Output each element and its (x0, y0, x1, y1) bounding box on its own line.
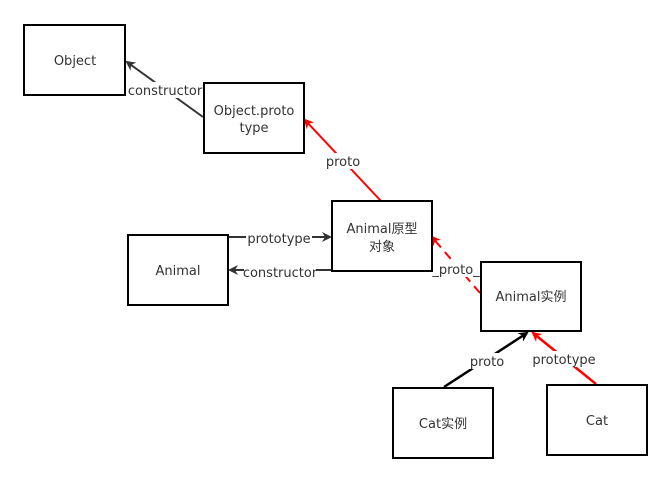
node-object: Object (23, 24, 126, 96)
node-cat-instance: Cat实例 (392, 387, 494, 459)
edge-prototype-to-animal-prototype: prototype (229, 230, 332, 247)
edge-label-proto-cat-instance: proto (470, 355, 504, 370)
edge-label-constructor-animal: constructor (243, 266, 318, 281)
node-animal-label: Animal (156, 264, 201, 279)
node-cat: Cat (546, 384, 648, 456)
node-animal-instance: Animal实例 (480, 261, 582, 332)
node-cat-label: Cat (586, 414, 608, 429)
edge-constructor-to-object: constructor (125, 60, 204, 118)
edge-proto-from-cat-instance: proto (443, 331, 529, 389)
edge-prototype-from-cat: prototype (531, 331, 597, 385)
node-animal-prototype: Animal原型 对象 (331, 200, 433, 272)
node-object-prototype-line1: Object.proto (214, 104, 295, 119)
node-animal-prototype-line1: Animal原型 (347, 222, 418, 237)
edge-label-prototype-animal: prototype (247, 232, 310, 247)
edge-proto-to-object-prototype: proto (303, 118, 382, 202)
edge-label-proto-object-prototype: proto (326, 155, 360, 170)
edge-proto-to-animal-prototype: _proto_ (430, 235, 481, 294)
edge-label-prototype-cat: prototype (532, 353, 595, 368)
node-object-prototype: Object.proto type (203, 82, 305, 154)
edge-label-constructor-object: constructor (128, 84, 203, 99)
node-animal-prototype-line2: 对象 (369, 240, 395, 255)
node-animal-instance-label: Animal实例 (496, 290, 567, 305)
node-object-label: Object (54, 54, 96, 69)
edge-label-proto-animal-prototype: _proto_ (431, 263, 480, 278)
edge-constructor-to-animal: constructor (228, 264, 331, 281)
node-object-prototype-line2: type (239, 121, 268, 136)
node-cat-instance-label: Cat实例 (419, 417, 467, 432)
node-animal: Animal (127, 234, 229, 306)
